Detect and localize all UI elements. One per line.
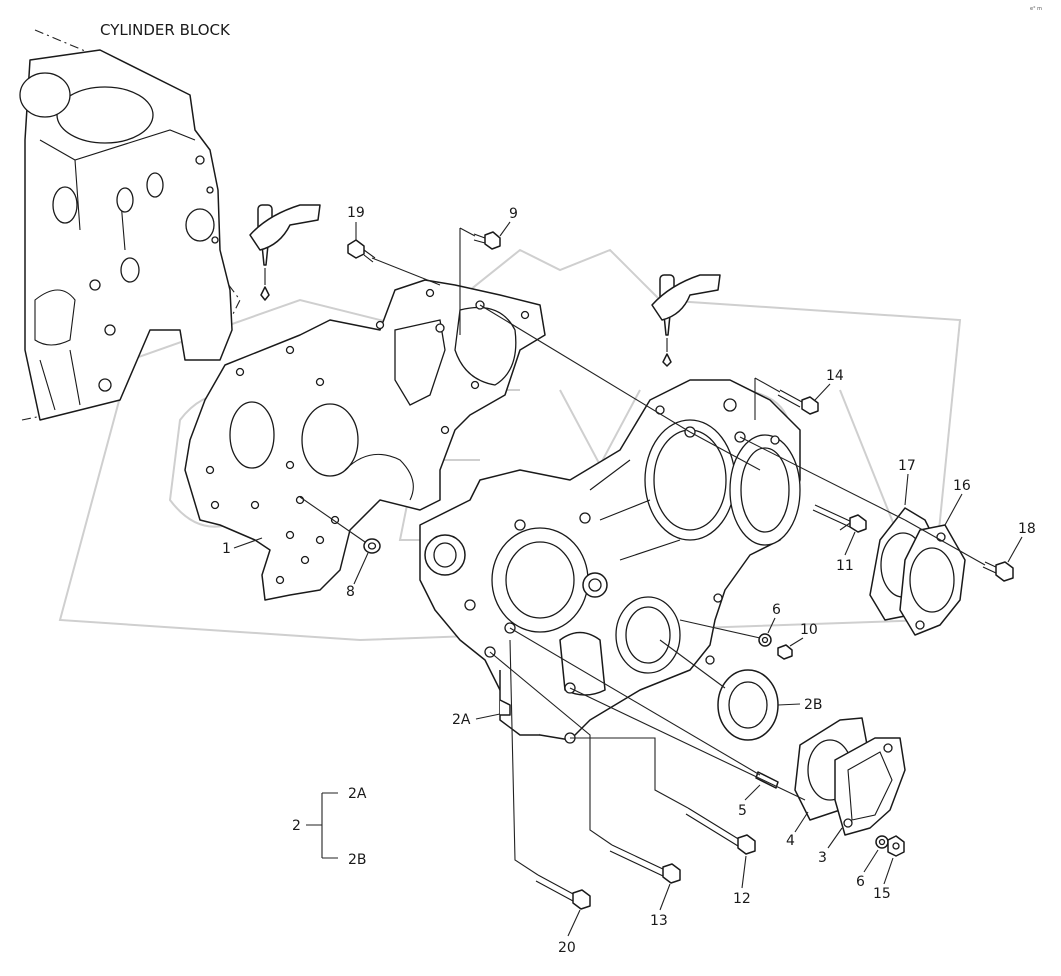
sealant-applicator-icon	[249, 204, 321, 301]
callout-12: 12	[733, 891, 751, 907]
bolt-10	[777, 644, 793, 660]
callout-5: 5	[738, 803, 747, 819]
callout-19: 19	[347, 205, 365, 221]
cover-plate-16	[899, 524, 966, 636]
bolt-20	[535, 874, 591, 910]
nut-15	[887, 835, 905, 857]
assembly-legend: 2 2A 2B	[292, 786, 367, 868]
cylinder-block-title: CYLINDER BLOCK	[100, 21, 231, 39]
legend-2A: 2A	[348, 786, 367, 802]
leader-9	[459, 227, 476, 335]
corner-mark: e° m	[1030, 6, 1042, 12]
callout-11: 11	[836, 558, 854, 574]
leader-14	[754, 377, 781, 420]
callout-8: 8	[346, 584, 355, 600]
callout-4: 4	[786, 833, 795, 849]
bolt-18	[982, 561, 1014, 582]
leader-19	[371, 257, 441, 286]
callout-1: 1	[222, 541, 231, 557]
bolt-9	[473, 231, 501, 250]
callout-17: 17	[898, 458, 916, 474]
bolt-11	[812, 504, 867, 533]
washer-6-lower	[875, 835, 889, 849]
callout-15: 15	[873, 886, 891, 902]
callout-6-lower: 6	[856, 874, 865, 890]
leader-2B-seal	[659, 639, 726, 689]
sealant-applicator-icon	[651, 274, 721, 367]
bolt-13	[609, 844, 681, 884]
washer-8	[363, 538, 381, 554]
cover-3	[834, 737, 906, 836]
callout-2A: 2A	[452, 712, 471, 728]
callout-14: 14	[826, 368, 844, 384]
callout-20: 20	[558, 940, 576, 956]
leader-6-upper	[679, 619, 761, 639]
bolt-12	[685, 807, 756, 855]
callout-3: 3	[818, 850, 827, 866]
legend-2B: 2B	[348, 852, 367, 868]
leader-8	[299, 496, 366, 543]
front-gear-cover	[419, 379, 801, 744]
callout-9: 9	[509, 206, 518, 222]
gasket-4	[794, 717, 869, 821]
washer-6-upper	[758, 633, 772, 647]
oil-seal-2B	[717, 669, 779, 741]
callout-6-upper: 6	[772, 602, 781, 618]
callout-18: 18	[1018, 521, 1036, 537]
callout-2B: 2B	[804, 697, 823, 713]
callout-16: 16	[953, 478, 971, 494]
callout-13: 13	[650, 913, 668, 929]
callouts: 1 8 19 9 14 17 16 18 11 6 10 2B 2A 5 4 3…	[222, 205, 1036, 956]
bolt-19	[347, 239, 376, 263]
bolt-14	[777, 389, 819, 415]
cylinder-block	[19, 29, 241, 421]
legend-2: 2	[292, 818, 301, 834]
callout-10: 10	[800, 622, 818, 638]
gear-case-plate	[184, 279, 546, 601]
leader-lines	[479, 304, 986, 876]
